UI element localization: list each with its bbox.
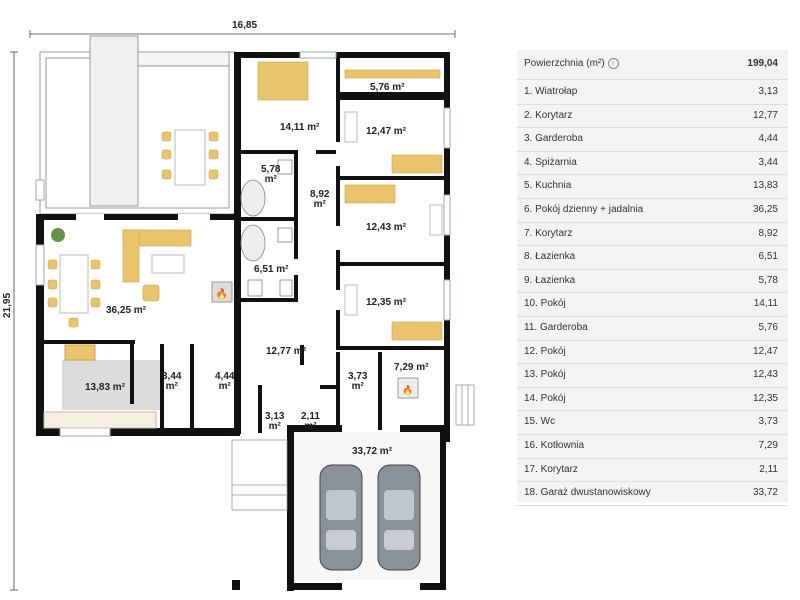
- table-row: 6. Pokój dzienny + jadalnia 36,25: [517, 198, 788, 223]
- dining-table: [47, 254, 101, 328]
- table-row: 2. Korytarz 12,77: [517, 104, 788, 129]
- row-label: 4. Spiżarnia: [524, 156, 577, 168]
- entrance-steps: [231, 384, 475, 511]
- table-row: 16. Kotłownia 7,29: [517, 434, 788, 459]
- terrace-table: [161, 129, 219, 186]
- width-dimension: 16,85: [232, 20, 258, 31]
- table-row: 9. Łazienka 5,78: [517, 269, 788, 294]
- row-value: 5,76: [758, 322, 778, 333]
- area-total-value: 199,04: [747, 58, 778, 69]
- room-label-pokoj-dzienny: 36,25 m²: [106, 305, 147, 316]
- table-row: 8. Łazienka 6,51: [517, 245, 788, 270]
- table-row: 15. Wc 3,73: [517, 410, 788, 435]
- table-row: 18. Garaż dwustanowiskowy 33,72: [517, 481, 788, 506]
- info-icon[interactable]: i: [607, 58, 619, 69]
- row-label: 2. Korytarz: [524, 109, 573, 121]
- windows: [35, 51, 451, 437]
- row-value: 3,44: [758, 156, 778, 168]
- row-value: 12,77: [752, 109, 778, 121]
- room-label-pokoj-14: 12,35 m²: [366, 297, 407, 308]
- table-row: 1. Wiatrołap 3,13: [517, 80, 788, 105]
- bathtubs: [240, 179, 266, 262]
- row-value: 14,11: [753, 298, 778, 310]
- floor-plan-drawing: 🔥: [10, 30, 475, 591]
- row-value: 13,83: [752, 180, 778, 192]
- row-label: 3. Garderoba: [524, 133, 583, 145]
- floor-plan: 🔥: [2, 20, 475, 591]
- row-value: 3,13: [758, 86, 778, 97]
- walls: [36, 52, 450, 591]
- row-value: 4,44: [758, 133, 778, 145]
- svg-text:🔥: 🔥: [216, 287, 228, 300]
- row-value: 12,47: [752, 345, 778, 357]
- sofa: [122, 229, 192, 302]
- row-label: 1. Wiatrołap: [524, 86, 578, 97]
- room-label-kotlownia: 7,29 m²: [394, 362, 429, 373]
- table-row: 3. Garderoba 4,44: [517, 127, 788, 152]
- row-value: 12,43: [752, 369, 778, 381]
- row-label: 16. Kotłownia: [524, 440, 585, 451]
- area-table: Powierzchnia (m²)i 199,04 1. Wiatrołap 3,…: [517, 50, 788, 506]
- cars: [319, 464, 421, 571]
- area-header-label: Powierzchnia (m²): [524, 58, 605, 70]
- row-value: 7,29: [758, 440, 778, 451]
- height-dimension: 21,95: [2, 292, 14, 319]
- room-label-kuchnia: 13,83 m²: [85, 382, 126, 393]
- row-label: 7. Korytarz: [524, 227, 573, 239]
- row-value: 5,78: [758, 274, 778, 286]
- table-row: 4. Spiżarnia 3,44: [517, 151, 788, 176]
- bath-fixtures: [247, 159, 293, 297]
- row-label: 18. Garaż dwustanowiskowy: [524, 487, 651, 499]
- terrace: [39, 35, 236, 215]
- room-label-lazienka-8: 6,51 m²: [254, 264, 289, 275]
- area-table-header: Powierzchnia (m²)i 199,04: [517, 50, 788, 80]
- row-value: 33,72: [752, 487, 778, 499]
- row-label: 15. Wc: [524, 416, 556, 428]
- row-label: 13. Pokój: [524, 369, 566, 381]
- room-label-garaz: 33,72 m²: [352, 446, 393, 457]
- row-label: 10. Pokój: [524, 298, 566, 310]
- room-label-korytarz: 12,77 m²: [266, 346, 307, 357]
- row-value: 2,11: [759, 463, 778, 475]
- row-value: 8,92: [758, 227, 778, 239]
- room-label-pokoj-10: 14,11 m²: [280, 122, 320, 133]
- table-row: 12. Pokój 12,47: [517, 340, 788, 365]
- table-row: 13. Pokój 12,43: [517, 363, 788, 388]
- row-label: 12. Pokój: [524, 345, 566, 357]
- table-row: 5. Kuchnia 13,83: [517, 174, 788, 199]
- room-label-pokoj-13: 12,43 m²: [366, 222, 407, 233]
- row-label: 17. Korytarz: [524, 463, 578, 475]
- table-row: 14. Pokój 12,35: [517, 387, 788, 412]
- row-label: 9. Łazienka: [524, 274, 576, 286]
- table-row: 11. Garderoba 5,76: [517, 316, 788, 341]
- table-row: 7. Korytarz 8,92: [517, 222, 788, 247]
- room-label-garderoba-11: 5,76 m²: [370, 82, 405, 93]
- desks: [344, 111, 443, 316]
- table-row: 10. Pokój 14,11: [517, 292, 788, 317]
- row-value: 12,35: [752, 392, 778, 404]
- row-value: 6,51: [758, 251, 778, 263]
- row-value: 36,25: [752, 204, 778, 215]
- room-label-pokoj-12: 12,47 m²: [366, 126, 407, 137]
- row-value: 3,73: [758, 416, 778, 428]
- row-label: 6. Pokój dzienny + jadalnia: [524, 204, 644, 215]
- dimension-lines: [10, 30, 456, 591]
- row-label: 11. Garderoba: [524, 322, 588, 333]
- row-label: 8. Łazienka: [524, 251, 576, 263]
- row-label: 14. Pokój: [524, 392, 566, 404]
- svg-text:🔥: 🔥: [402, 384, 413, 395]
- table-row: 17. Korytarz 2,11: [517, 458, 788, 483]
- row-label: 5. Kuchnia: [524, 180, 572, 192]
- beds: [257, 61, 443, 341]
